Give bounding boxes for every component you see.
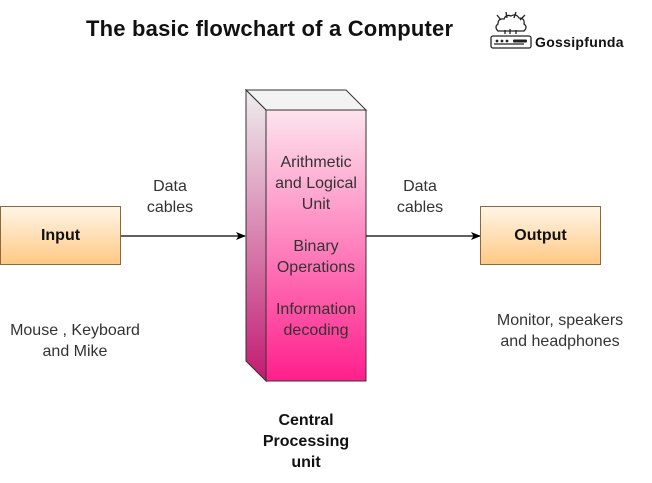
input-devices-line2: and Mike: [42, 343, 108, 360]
input-devices-line1: Mouse , Keyboard: [10, 322, 140, 339]
brand-name: Gossipfunda: [535, 34, 624, 50]
cpu-function-decoding-line2: decoding: [283, 322, 349, 339]
cpu-caption-line3: unit: [291, 454, 321, 471]
cpu-function-alu-line3: Unit: [301, 196, 331, 213]
output-devices-line2: and headphones: [500, 333, 620, 350]
left-connector-label: Data cables: [130, 176, 210, 218]
cpu-function-decoding-line1: Information: [275, 301, 357, 318]
cpu-caption-line2: Processing: [262, 433, 350, 450]
cpu-function-alu: Arithmetic and Logical Unit: [262, 152, 370, 215]
left-connector-line2: cables: [146, 199, 194, 216]
cpu-function-alu-line2: and Logical: [275, 175, 357, 192]
output-devices-line1: Monitor, speakers: [496, 312, 624, 329]
cpu-function-list: Arithmetic and Logical Unit Binary Opera…: [262, 152, 370, 341]
cpu-function-binary-line1: Binary: [293, 238, 339, 255]
cpu-function-binary: Binary Operations: [262, 236, 370, 278]
page-title: The basic flowchart of a Computer: [86, 16, 454, 41]
cpu-caption: Central Processing unit: [246, 410, 366, 473]
cpu-box-front-face: [265, 109, 367, 382]
cpu-function-alu-line1: Arithmetic: [280, 154, 352, 171]
left-connector-line1: Data: [153, 178, 187, 195]
right-connector-line2: cables: [396, 199, 444, 216]
cpu-function-binary-line2: Operations: [276, 259, 356, 276]
input-box: Input: [0, 206, 121, 265]
output-box-label: Output: [514, 226, 567, 244]
cpu-function-decoding: Information decoding: [262, 299, 370, 341]
output-box: Output: [480, 206, 601, 265]
input-box-label: Input: [40, 226, 81, 244]
brand-logo: Gossipfunda: [488, 10, 638, 54]
cpu-caption-line1: Central: [278, 412, 334, 429]
right-connector-line1: Data: [403, 178, 437, 195]
cpu-box-top-face: [244, 89, 368, 111]
gossip-logo-icon: [490, 11, 532, 49]
input-devices-description: Mouse , Keyboard and Mike: [0, 320, 150, 362]
output-devices-description: Monitor, speakers and headphones: [480, 310, 640, 352]
cpu-box: [244, 88, 368, 383]
right-connector-label: Data cables: [380, 176, 460, 218]
